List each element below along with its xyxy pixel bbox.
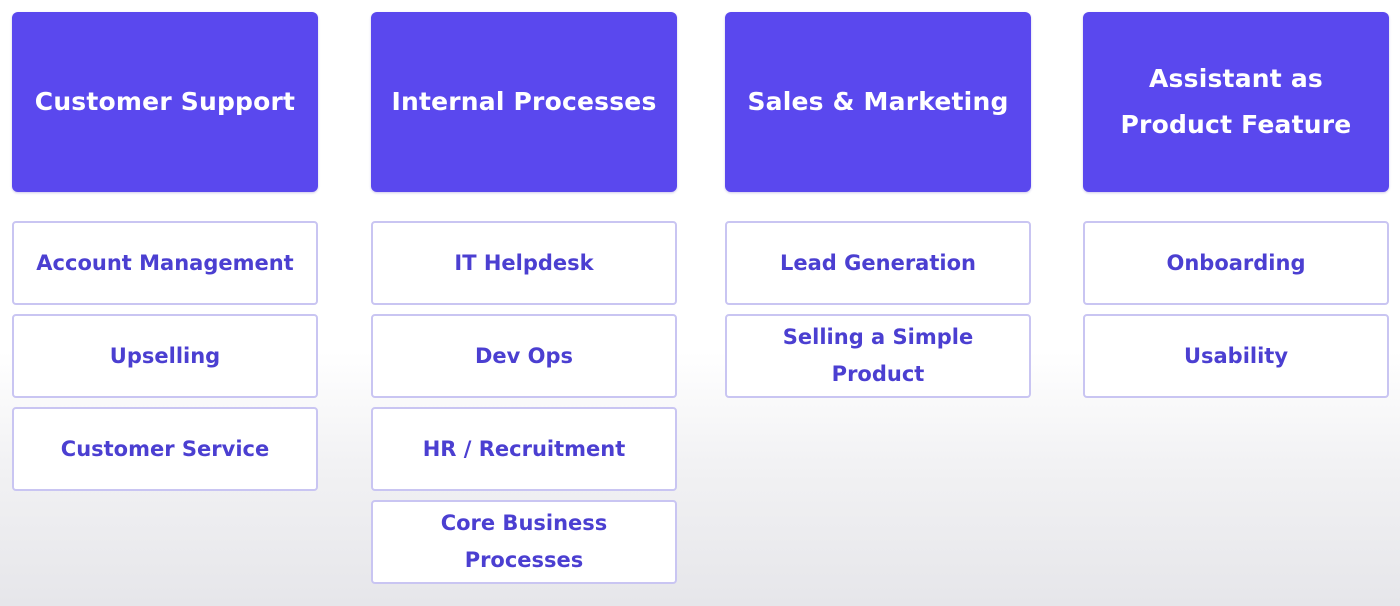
use-case-label: Upselling — [109, 343, 221, 368]
use-case-label: Account Management — [36, 250, 294, 275]
use-case-label: Usability — [1183, 343, 1289, 368]
use-case-onboarding: Onboarding — [1083, 221, 1389, 305]
column-header: Sales & Marketing — [725, 12, 1031, 192]
column-items: Account Management Upselling Customer Se… — [12, 221, 318, 491]
use-case-label: HR / Recruitment — [422, 436, 626, 461]
use-case-usability: Usability — [1083, 314, 1389, 398]
use-case-label: Onboarding — [1166, 250, 1306, 275]
column-assistant-product-feature: Assistant as Product Feature Onboarding … — [1083, 12, 1389, 407]
column-sales-marketing: Sales & Marketing Lead Generation Sellin… — [725, 12, 1031, 407]
use-case-core-business-processes: Core Business Processes — [371, 500, 677, 584]
use-case-dev-ops: Dev Ops — [371, 314, 677, 398]
use-case-label: Selling a Simple Product — [782, 325, 974, 386]
column-customer-support: Customer Support Account Management Upse… — [12, 12, 318, 500]
use-case-account-management: Account Management — [12, 221, 318, 305]
column-header: Customer Support — [12, 12, 318, 192]
use-case-selling-simple-product: Selling a Simple Product — [725, 314, 1031, 398]
column-header: Internal Processes — [371, 12, 677, 192]
column-internal-processes: Internal Processes IT Helpdesk Dev Ops H… — [371, 12, 677, 593]
column-items: IT Helpdesk Dev Ops HR / Recruitment Cor… — [371, 221, 677, 584]
use-case-label: Lead Generation — [780, 250, 976, 275]
column-header-title: Assistant as Product Feature — [1120, 64, 1352, 139]
column-header-title: Sales & Marketing — [747, 87, 1009, 116]
column-items: Lead Generation Selling a Simple Product — [725, 221, 1031, 398]
use-case-lead-generation: Lead Generation — [725, 221, 1031, 305]
use-case-label: Dev Ops — [474, 343, 574, 368]
column-items: Onboarding Usability — [1083, 221, 1389, 398]
column-header-title: Customer Support — [34, 87, 296, 116]
use-case-upselling: Upselling — [12, 314, 318, 398]
use-case-label: Customer Service — [60, 436, 270, 461]
use-case-customer-service: Customer Service — [12, 407, 318, 491]
column-header-title: Internal Processes — [391, 87, 657, 116]
column-header: Assistant as Product Feature — [1083, 12, 1389, 192]
use-case-it-helpdesk: IT Helpdesk — [371, 221, 677, 305]
use-case-label: Core Business Processes — [440, 511, 608, 572]
use-case-hr-recruitment: HR / Recruitment — [371, 407, 677, 491]
use-case-label: IT Helpdesk — [454, 250, 594, 275]
